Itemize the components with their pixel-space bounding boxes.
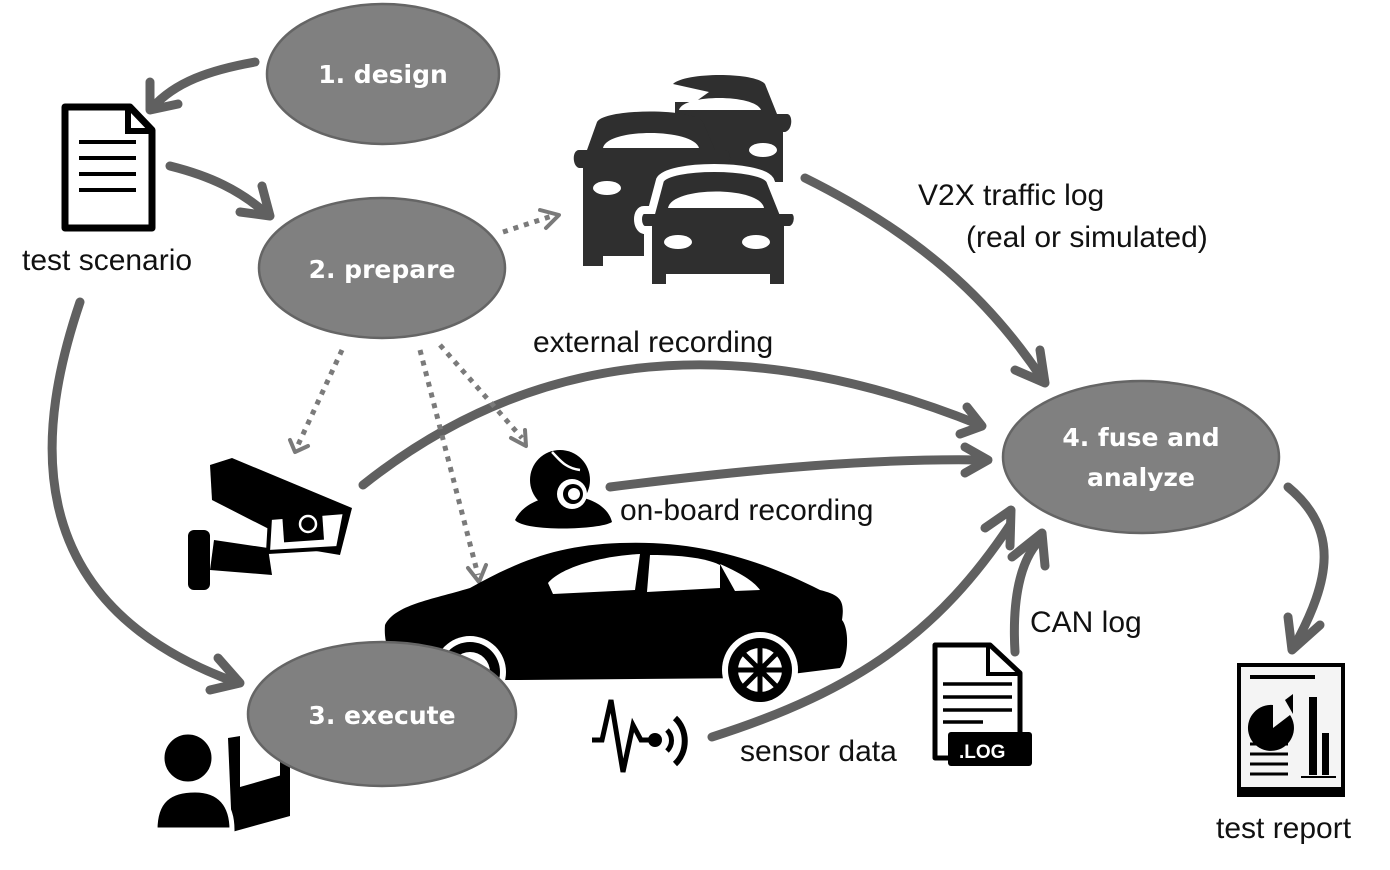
sedan-car-icon	[384, 542, 848, 708]
cctv-camera-icon	[188, 458, 352, 590]
node-fuse-analyze[interactable]: 4. fuse and analyze	[1001, 379, 1281, 535]
node-prepare[interactable]: 2. prepare	[257, 196, 507, 340]
node-design-label: 1. design	[318, 60, 448, 89]
label-test-scenario: test scenario	[22, 244, 192, 277]
label-can-log: CAN log	[1030, 606, 1142, 639]
node-fuse-label-line1: 4. fuse and	[1062, 423, 1219, 452]
node-execute[interactable]: 3. execute	[246, 640, 518, 788]
node-design[interactable]: 1. design	[265, 2, 501, 146]
arrow-external-recording-to-fuse	[358, 360, 987, 490]
traffic-cars-icon	[573, 75, 802, 292]
node-execute-label: 3. execute	[308, 701, 455, 730]
label-real-or-simulated: (real or simulated)	[966, 221, 1208, 254]
dotted-arrow-prepare-to-traffic	[502, 208, 561, 235]
node-prepare-label: 2. prepare	[309, 255, 456, 284]
label-v2x-traffic-log: V2X traffic log	[918, 179, 1104, 212]
arrow-scenario-to-prepare	[165, 161, 275, 221]
label-test-report: test report	[1216, 812, 1352, 845]
document-icon	[61, 103, 156, 232]
webcam-icon	[515, 450, 612, 529]
report-icon	[1237, 663, 1345, 797]
label-sensor-data: sensor data	[740, 735, 897, 768]
log-badge-text: .LOG	[959, 742, 1005, 763]
dotted-arrow-prepare-to-car	[417, 349, 488, 584]
log-file-icon	[932, 642, 1032, 766]
sensor-signal-icon	[592, 699, 688, 773]
dotted-arrow-prepare-to-webcam	[438, 343, 528, 448]
arrow-onboard-recording-to-fuse	[605, 442, 993, 492]
node-fuse-label-line2: analyze	[1087, 463, 1195, 492]
dotted-arrow-prepare-to-cctv	[288, 348, 345, 454]
arrow-sensor-data-to-fuse	[707, 505, 1016, 742]
label-onboard-recording: on-board recording	[620, 494, 874, 527]
arrow-design-to-scenario	[145, 57, 260, 115]
arrow-fuse-to-report	[1283, 482, 1329, 655]
arrow-traffic-to-fuse	[800, 173, 1050, 388]
arrow-can-log-to-fuse	[1007, 528, 1050, 657]
label-external-recording: external recording	[533, 326, 773, 359]
arrow-scenario-to-execute	[47, 297, 245, 695]
